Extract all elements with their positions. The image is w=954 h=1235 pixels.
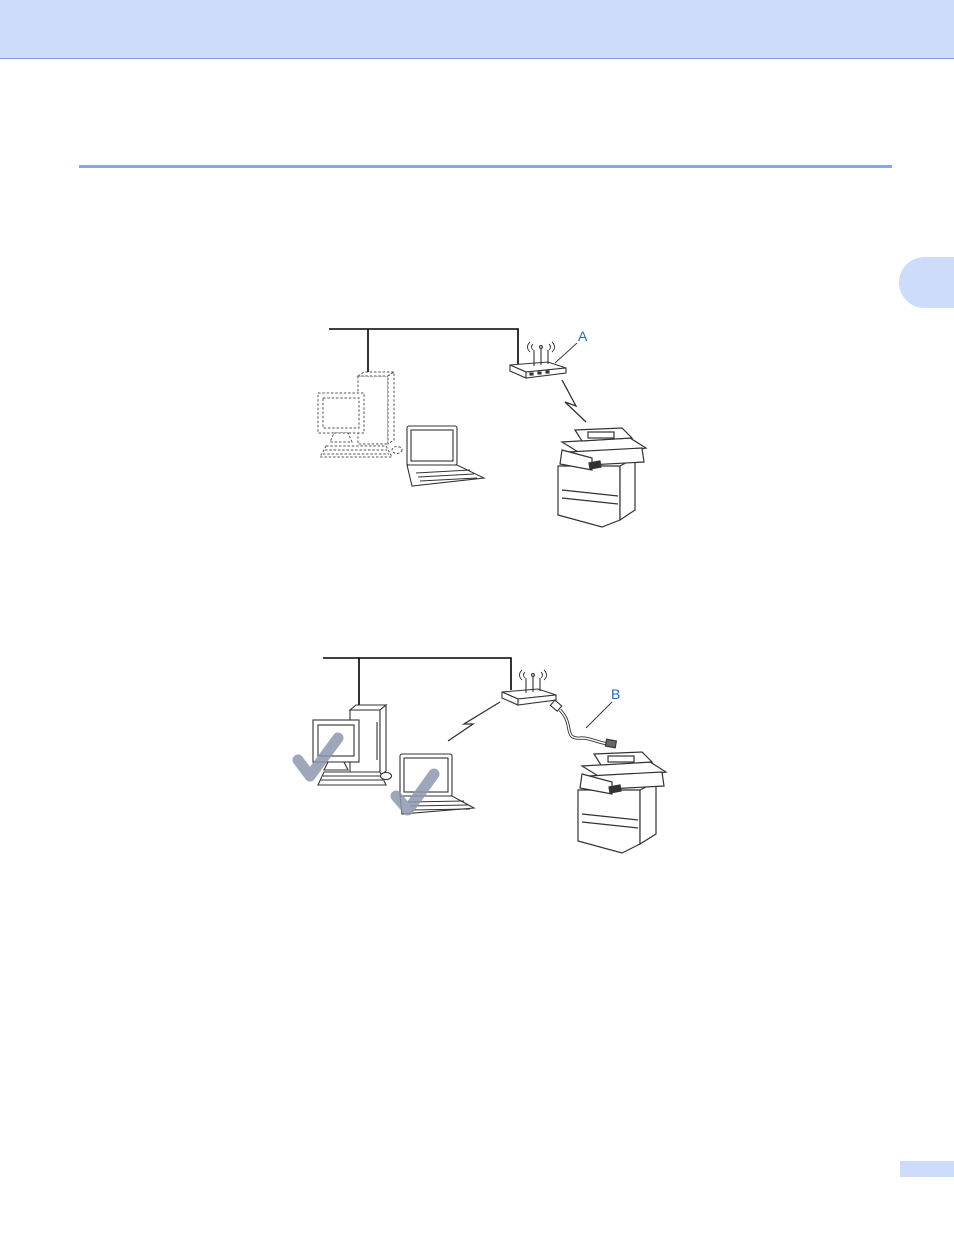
wireless-access-point-icon <box>502 670 556 705</box>
callout-leader-b <box>586 702 612 728</box>
page-number-tab <box>900 1161 954 1177</box>
network-line <box>329 329 518 378</box>
header-band <box>0 0 954 59</box>
printer-icon <box>558 428 646 527</box>
callout-label-b: B <box>611 686 620 702</box>
diagram-top: A <box>300 320 670 535</box>
callout-leader-a <box>555 343 577 363</box>
section-rule <box>79 165 892 168</box>
callout-label-a: A <box>578 328 588 344</box>
printer-icon <box>578 752 666 853</box>
desktop-computer-icon <box>313 705 392 785</box>
chapter-tab <box>899 257 954 308</box>
wireless-signal-icon <box>562 380 586 422</box>
laptop-icon <box>407 426 484 486</box>
network-line <box>323 658 511 707</box>
diagram-bottom: B <box>290 650 680 860</box>
wireless-signal-icon <box>448 702 500 741</box>
desktop-computer-icon <box>318 372 402 457</box>
